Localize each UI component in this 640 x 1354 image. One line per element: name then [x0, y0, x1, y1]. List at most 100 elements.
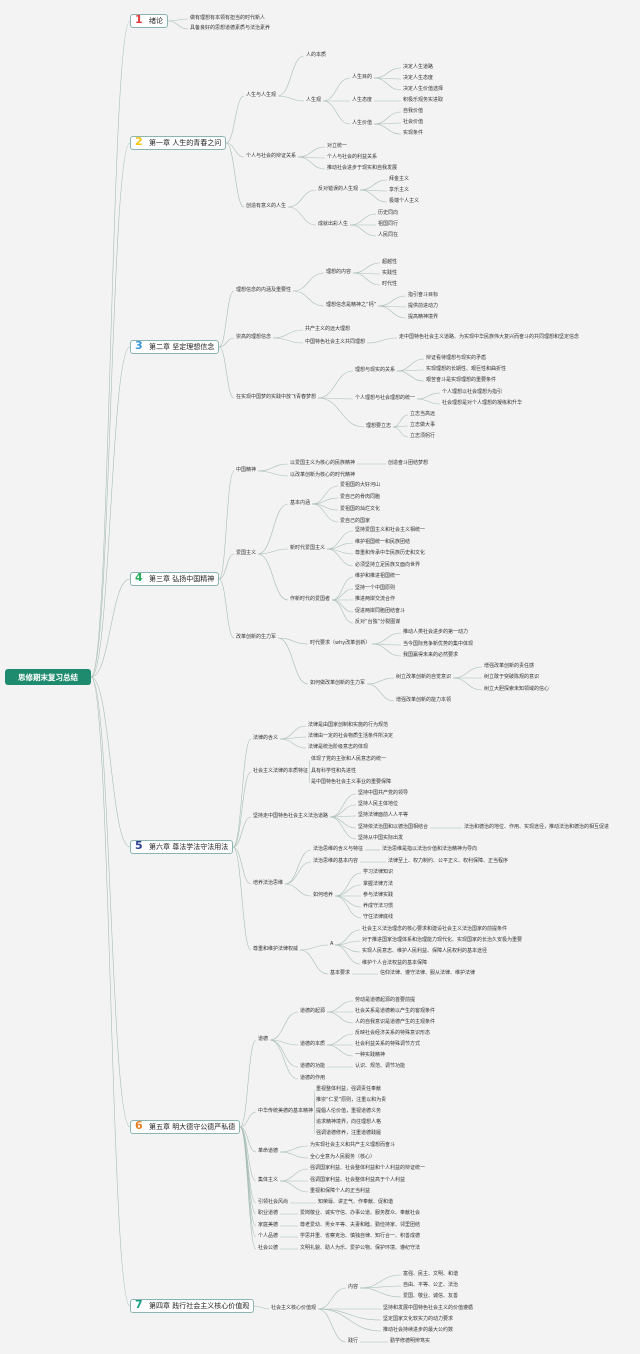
topic-node[interactable]: 坚持走中国特色社会主义法治道路 [253, 813, 329, 819]
topic-node[interactable]: 崇高的理想信念 [236, 334, 272, 340]
topic-node[interactable]: 法律由一定的社会物质生活条件所决定 [308, 733, 394, 739]
topic-node[interactable]: 坚持中国共产党的领导 [358, 790, 409, 796]
topic-node[interactable]: 道德的起源 [300, 1008, 326, 1014]
topic-node[interactable]: 如何培养 [313, 892, 334, 898]
topic-node[interactable]: 社会主义法治理念的核心要求和建设社会主义法治国家的前提条件 [362, 926, 508, 932]
topic-node[interactable]: 立志当高远 [410, 411, 436, 417]
topic-node[interactable]: 尊老爱幼、男女平等、夫妻和睦、勤俭持家、邻里团结 [300, 1222, 421, 1228]
topic-node[interactable]: 基本要求 [330, 970, 351, 976]
topic-node[interactable]: A [330, 941, 334, 947]
topic-node[interactable]: 爱祖国的灿烂文化 [340, 506, 381, 512]
topic-node[interactable]: 坚持依法治国和以德治国相结合 [358, 824, 429, 830]
topic-node[interactable]: 坚持爱国主义和社会主义相统一 [355, 527, 426, 533]
topic-node[interactable]: 实践性 [382, 270, 398, 276]
topic-node[interactable]: 人的本质 [306, 52, 327, 58]
topic-node[interactable]: 当今国际竞争新优势的集中体现 [403, 641, 474, 647]
topic-node[interactable]: 人的自我意识是道德产生的主观条件 [355, 1019, 436, 1025]
topic-node[interactable]: 信仰法律、遵守法律、服从法律、维护法律 [380, 970, 476, 976]
topic-node[interactable]: 树立敢于突破陈规的意识 [484, 674, 540, 680]
topic-node[interactable]: 坚持人民主体地位 [358, 801, 399, 807]
topic-node[interactable]: 维护个人合法权益的基本保障 [362, 960, 428, 966]
topic-node[interactable]: 成就出彩人生 [318, 221, 349, 227]
topic-node[interactable]: 对立统一 [327, 143, 348, 149]
topic-node[interactable]: 辩证看待理想与现实的矛盾 [426, 355, 487, 361]
topic-node[interactable]: 创造奋斗团结梦想 [388, 460, 429, 466]
topic-node[interactable]: 体现了党的主张和人民意志的统一 [311, 756, 387, 762]
topic-node[interactable]: 反对“台独”分裂图谋 [355, 619, 401, 625]
topic-node[interactable]: 中国特色社会主义共同理想 [305, 339, 366, 345]
topic-node[interactable]: 追求精神境界，向往理想人格 [316, 1119, 382, 1125]
topic-node[interactable]: 法治思维是指以法治价值和法治精神为导向 [382, 846, 478, 852]
topic-node[interactable]: 树立改革创新的自觉意识 [396, 674, 452, 680]
topic-node[interactable]: 职业道德 [258, 1210, 279, 1216]
topic-node[interactable]: 极端个人主义 [389, 198, 420, 204]
topic-node[interactable]: 道德 [258, 1036, 269, 1042]
topic-node[interactable]: 爱自己的骨肉同胞 [340, 494, 381, 500]
topic-node[interactable]: 提供前进动力 [408, 303, 439, 309]
topic-node[interactable]: 社会价值 [403, 119, 424, 125]
topic-node[interactable]: 艰苦奋斗是实现理想的重要条件 [426, 377, 497, 383]
topic-node[interactable]: 家庭美德 [258, 1222, 279, 1228]
topic-node[interactable]: 人生态度 [352, 97, 373, 103]
topic-node[interactable]: 指引奋斗目标 [408, 292, 439, 298]
topic-node[interactable]: 时代要求（why改革创新） [310, 640, 371, 646]
topic-node[interactable]: 对于推进国家治理体系和治理能力现代化、实现国家的长治久安极为重要 [362, 937, 523, 943]
topic-node[interactable]: 我国赢得未来的必然要求 [403, 652, 459, 658]
topic-node[interactable]: 强调道德修养，注重道德践履 [316, 1130, 382, 1136]
topic-node[interactable]: 创造有意义的人生 [246, 203, 287, 209]
topic-node[interactable]: 集体主义 [258, 1177, 279, 1183]
topic-node[interactable]: 立志做大事 [410, 422, 436, 428]
topic-node[interactable]: 人民同在 [378, 232, 399, 238]
topic-node[interactable]: 法律至上、权力制约、公平正义、权利保障、正当程序 [388, 858, 509, 864]
topic-node[interactable]: 道德的功能 [300, 1063, 326, 1069]
topic-node[interactable]: 人生目的 [352, 74, 373, 80]
topic-node[interactable]: 道德的作用 [300, 1075, 326, 1081]
topic-node[interactable]: 在实现中国梦的实践中放飞青春梦想 [236, 394, 317, 400]
topic-node[interactable]: 培养法治思维 [253, 880, 284, 886]
topic-node[interactable]: 理想的内容 [326, 269, 352, 275]
topic-node[interactable]: 全心全意为人民服务（核心） [310, 1154, 376, 1160]
topic-node[interactable]: 决定人生道路 [403, 64, 434, 70]
topic-node[interactable]: 个人品德 [258, 1233, 279, 1239]
topic-node[interactable]: 革命道德 [258, 1148, 279, 1154]
topic-node[interactable]: 坚持从中国实际出发 [358, 835, 404, 841]
topic-node[interactable]: 社会利益关系的特殊调节方式 [355, 1041, 421, 1047]
topic-node[interactable]: 享乐主义 [389, 187, 410, 193]
topic-node[interactable]: 社会主义法律的本质特征 [253, 768, 309, 774]
topic-node[interactable]: 提高精神境界 [408, 314, 439, 320]
topic-node[interactable]: 个人与社会的辩证关系 [246, 153, 297, 159]
topic-node[interactable]: 超越性 [382, 259, 398, 265]
topic-node[interactable]: 爱国主义 [236, 550, 257, 556]
topic-node[interactable]: 人生价值 [352, 120, 373, 126]
topic-node[interactable]: 法律是统治阶级意志的体现 [308, 744, 369, 750]
topic-node[interactable]: 共产主义的远大理想 [305, 326, 351, 332]
topic-node[interactable]: 养成守法习惯 [363, 903, 394, 909]
topic-node[interactable]: 决定人生态度 [403, 75, 434, 81]
topic-node[interactable]: 反对错误的人生观 [318, 186, 359, 192]
topic-node[interactable]: 社会理想是对个人理想的凝练和升华 [442, 400, 523, 406]
topic-node[interactable]: 理想与现实的关系 [355, 367, 396, 373]
topic-node[interactable]: 社会公德 [258, 1245, 279, 1251]
topic-node[interactable]: 维护祖国统一和民族团结 [355, 539, 411, 545]
topic-node[interactable]: 中华传统美德的基本精神 [258, 1108, 314, 1114]
topic-node[interactable]: 坚持和发展中国特色社会主义的价值遵循 [383, 1305, 474, 1311]
topic-node[interactable]: 认识、规范、调节功能 [355, 1063, 406, 1069]
topic-node[interactable]: 增强改革创新的能力本领 [396, 697, 452, 703]
topic-node[interactable]: 改革创新的生力军 [236, 634, 277, 640]
topic-node[interactable]: 掌握法律方法 [363, 881, 394, 887]
topic-node[interactable]: 为实现社会主义和共产主义理想而奋斗 [310, 1142, 396, 1148]
topic-node[interactable]: 勤学修德明辨笃实 [390, 1338, 431, 1344]
topic-node[interactable]: 自由、平等、公正、法治 [403, 1282, 459, 1288]
topic-node[interactable]: 中国精神 [236, 467, 257, 473]
topic-node[interactable]: 提倡人伦价值，重视道德义务 [316, 1108, 382, 1114]
topic-node[interactable]: 立志须躬行 [410, 433, 436, 439]
topic-node[interactable]: 以改革创新为核心的时代精神 [290, 472, 356, 478]
topic-node[interactable]: 推进两岸交流合作 [355, 596, 396, 602]
topic-node[interactable]: 富强、民主、文明、和谐 [403, 1271, 459, 1277]
topic-node[interactable]: 道德的本质 [300, 1041, 326, 1047]
